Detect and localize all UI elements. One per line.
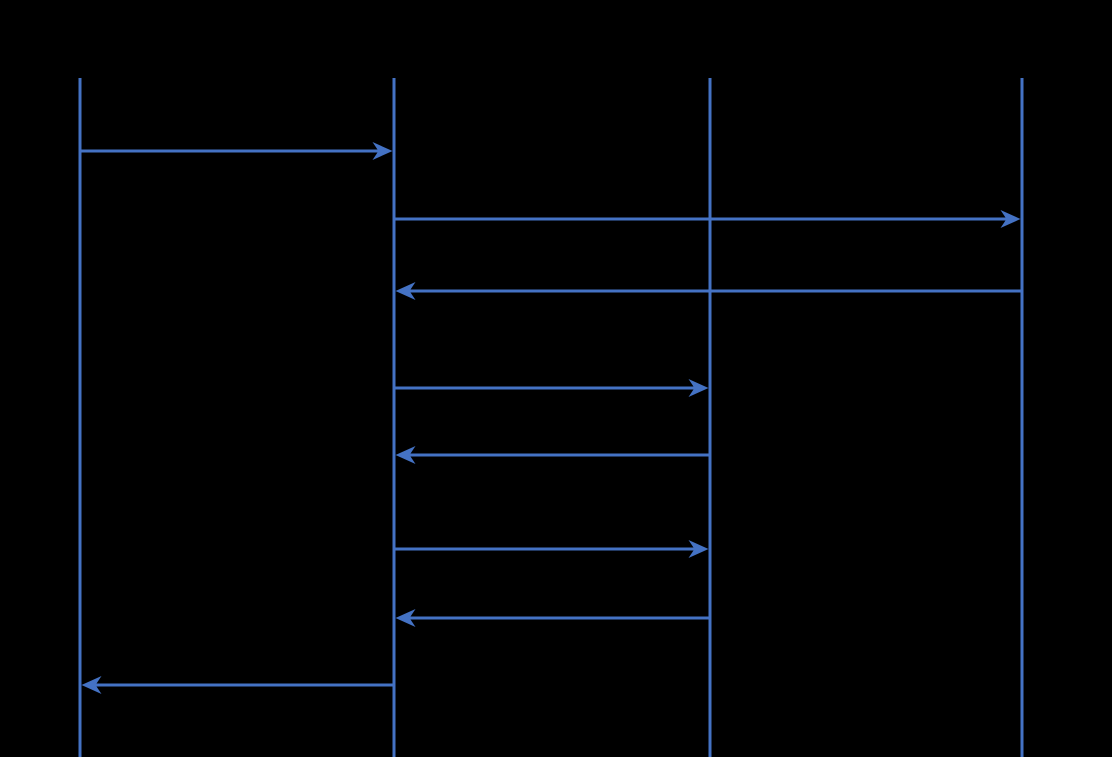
message-6-arrowhead-icon [688, 540, 709, 558]
message-4-arrowhead-icon [688, 379, 709, 397]
message-1-arrowhead-icon [372, 142, 393, 160]
message-6-arrow [394, 540, 709, 558]
message-5-arrow [395, 446, 710, 464]
message-2-arrowhead-icon [1000, 210, 1021, 228]
message-1-arrow [80, 142, 393, 160]
message-7-arrow [395, 609, 710, 627]
message-5-arrowhead-icon [395, 446, 416, 464]
message-7-arrowhead-icon [395, 609, 416, 627]
message-8-arrowhead-icon [81, 676, 102, 694]
message-2-arrow [394, 210, 1021, 228]
message-3-arrow [395, 282, 1022, 300]
message-8-arrow [81, 676, 394, 694]
message-3-arrowhead-icon [395, 282, 416, 300]
message-4-arrow [394, 379, 709, 397]
